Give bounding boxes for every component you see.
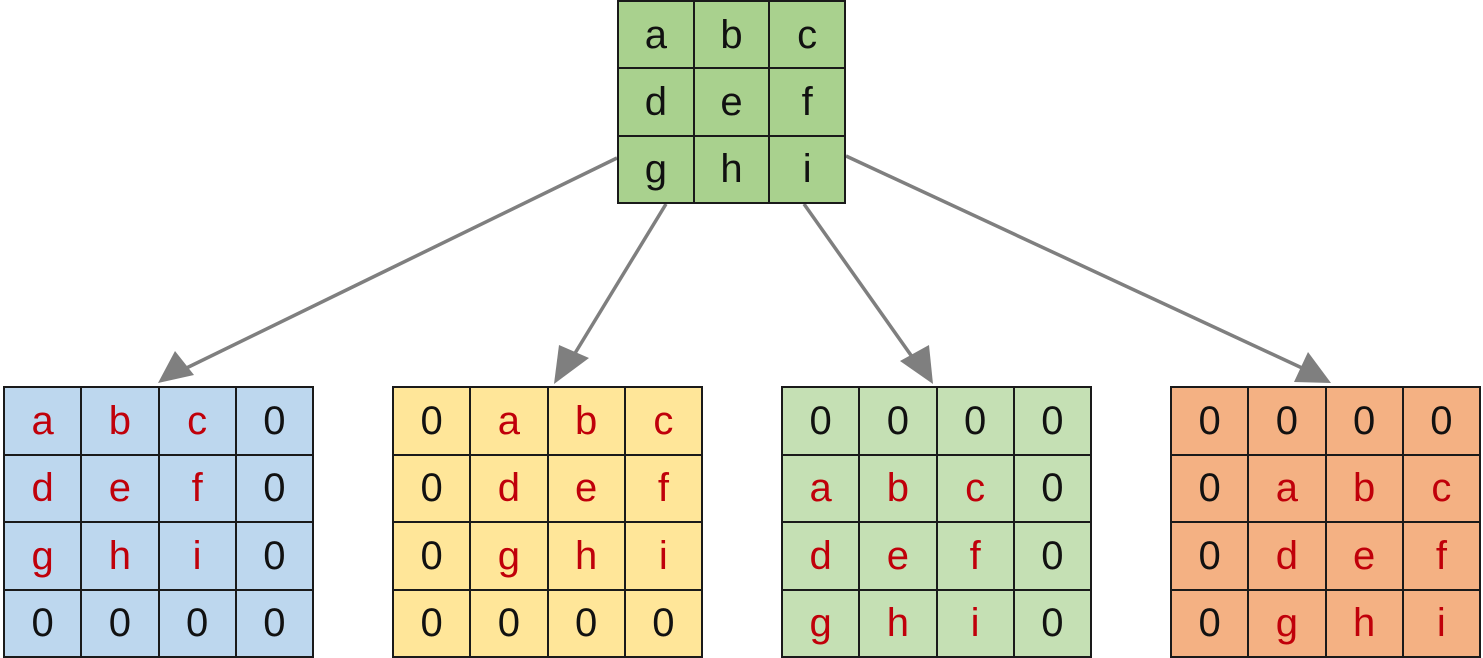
output-grid-4-cell-r3-c1: 0: [1172, 523, 1248, 589]
output-grid-2-cell-r2-c2: d: [471, 455, 547, 521]
output-grid-3-cell-r1-c2: 0: [860, 388, 936, 454]
output-grid-3-cell-r2-c1: a: [783, 455, 859, 521]
output-grid-2-cell-r4-c1: 0: [394, 590, 470, 656]
output-grid-2-cell-r2-c3: e: [548, 455, 624, 521]
output-grid-4-cell-r2-c4: c: [1403, 455, 1479, 521]
output-grid-4-cell-r2-c1: 0: [1172, 455, 1248, 521]
output-grid-1-cell-r2-c4: 0: [236, 455, 312, 521]
output-grid-1-cell-r4-c3: 0: [159, 590, 235, 656]
source-grid-cell-r2-c2: e: [694, 69, 769, 135]
source-grid-cell-r1-c1: a: [619, 2, 693, 68]
output-grid-2-cell-r4-c3: 0: [548, 590, 624, 656]
output-grid-3-cell-r3-c3: f: [937, 523, 1013, 589]
output-grid-3-cell-r4-c2: h: [860, 590, 936, 656]
output-grid-1-cell-r3-c1: g: [5, 523, 81, 589]
output-grid-4-cell-r3-c4: f: [1403, 523, 1479, 589]
output-grid-2-cell-r3-c1: 0: [394, 523, 470, 589]
output-grid-2-cell-r2-c1: 0: [394, 455, 470, 521]
output-grid-1-cell-r4-c2: 0: [82, 590, 158, 656]
output-grid-2-cell-r4-c2: 0: [471, 590, 547, 656]
output-grid-4-cell-r4-c4: i: [1403, 590, 1479, 656]
output-grid-1-cell-r2-c1: d: [5, 455, 81, 521]
output-grid-3-cell-r2-c4: 0: [1014, 455, 1090, 521]
source-grid-cell-r3-c3: i: [770, 136, 844, 202]
arrowhead-1: [158, 351, 194, 383]
output-grid-4-cell-r1-c4: 0: [1403, 388, 1479, 454]
output-grid-1-cell-r3-c2: h: [82, 523, 158, 589]
output-grid-1-cell-r2-c3: f: [159, 455, 235, 521]
output-grid-1-cell-r2-c2: e: [82, 455, 158, 521]
output-grid-3-cell-r3-c1: d: [783, 523, 859, 589]
output-grid-1-cell-r1-c1: a: [5, 388, 81, 454]
output-grid-4-cell-r1-c1: 0: [1172, 388, 1248, 454]
output-grid-1-cell-r4-c4: 0: [236, 590, 312, 656]
output-grid-4-cell-r1-c2: 0: [1249, 388, 1325, 454]
output-grid-3-cell-r4-c1: g: [783, 590, 859, 656]
output-grid-3-cell-r3-c4: 0: [1014, 523, 1090, 589]
output-grid-2-cell-r3-c3: h: [548, 523, 624, 589]
output-grid-2-cell-r1-c2: a: [471, 388, 547, 454]
output-grid-3-cell-r1-c3: 0: [937, 388, 1013, 454]
output-grid-4-cell-r3-c2: d: [1249, 523, 1325, 589]
arrow-to-grid-3: [802, 202, 922, 370]
output-grid-4-cell-r1-c3: 0: [1326, 388, 1402, 454]
output-grid-4-cell-r2-c2: a: [1249, 455, 1325, 521]
output-grid-2-cell-r1-c3: b: [548, 388, 624, 454]
source-grid-cell-r1-c3: c: [770, 2, 844, 68]
output-grid-1-cell-r3-c3: i: [159, 523, 235, 589]
source-grid-cell-r3-c1: g: [619, 136, 693, 202]
source-grid-cell-r3-c2: h: [694, 136, 769, 202]
output-grid-4-cell-r4-c2: g: [1249, 590, 1325, 656]
output-grid-4-cell-r2-c3: b: [1326, 455, 1402, 521]
source-grid-cell-r2-c3: f: [770, 69, 844, 135]
output-grid-3-cell-r2-c3: c: [937, 455, 1013, 521]
output-grid-4-cell-r4-c3: h: [1326, 590, 1402, 656]
output-grid-1-cell-r4-c1: 0: [5, 590, 81, 656]
arrowhead-3: [900, 345, 933, 384]
arrow-to-grid-1: [165, 156, 618, 380]
arrowhead-4: [1294, 352, 1331, 383]
output-grid-3-cell-r2-c2: b: [860, 455, 936, 521]
output-grid-3-cell-r1-c4: 0: [1014, 388, 1090, 454]
output-grid-2-cell-r3-c4: i: [625, 523, 701, 589]
arrow-to-grid-2: [564, 203, 668, 369]
arrowhead-2: [554, 345, 589, 384]
arrow-to-grid-4: [845, 154, 1316, 376]
source-grid-cell-r1-c2: b: [694, 2, 769, 68]
output-grid-1-cell-r1-c4: 0: [236, 388, 312, 454]
output-grid-1-cell-r1-c3: c: [159, 388, 235, 454]
output-grid-2-cell-r4-c4: 0: [625, 590, 701, 656]
output-grid-2-cell-r2-c4: f: [625, 455, 701, 521]
output-grid-2-cell-r1-c1: 0: [394, 388, 470, 454]
source-grid-cell-r2-c1: d: [619, 69, 693, 135]
output-grid-4-cell-r4-c1: 0: [1172, 590, 1248, 656]
output-grid-3-cell-r4-c3: i: [937, 590, 1013, 656]
output-grid-4-cell-r3-c3: e: [1326, 523, 1402, 589]
output-grid-2-cell-r3-c2: g: [471, 523, 547, 589]
output-grid-1-cell-r1-c2: b: [82, 388, 158, 454]
output-grid-3-cell-r4-c4: 0: [1014, 590, 1090, 656]
output-grid-1-cell-r3-c4: 0: [236, 523, 312, 589]
output-grid-3-cell-r3-c2: e: [860, 523, 936, 589]
output-grid-3-cell-r1-c1: 0: [783, 388, 859, 454]
output-grid-2-cell-r1-c4: c: [625, 388, 701, 454]
